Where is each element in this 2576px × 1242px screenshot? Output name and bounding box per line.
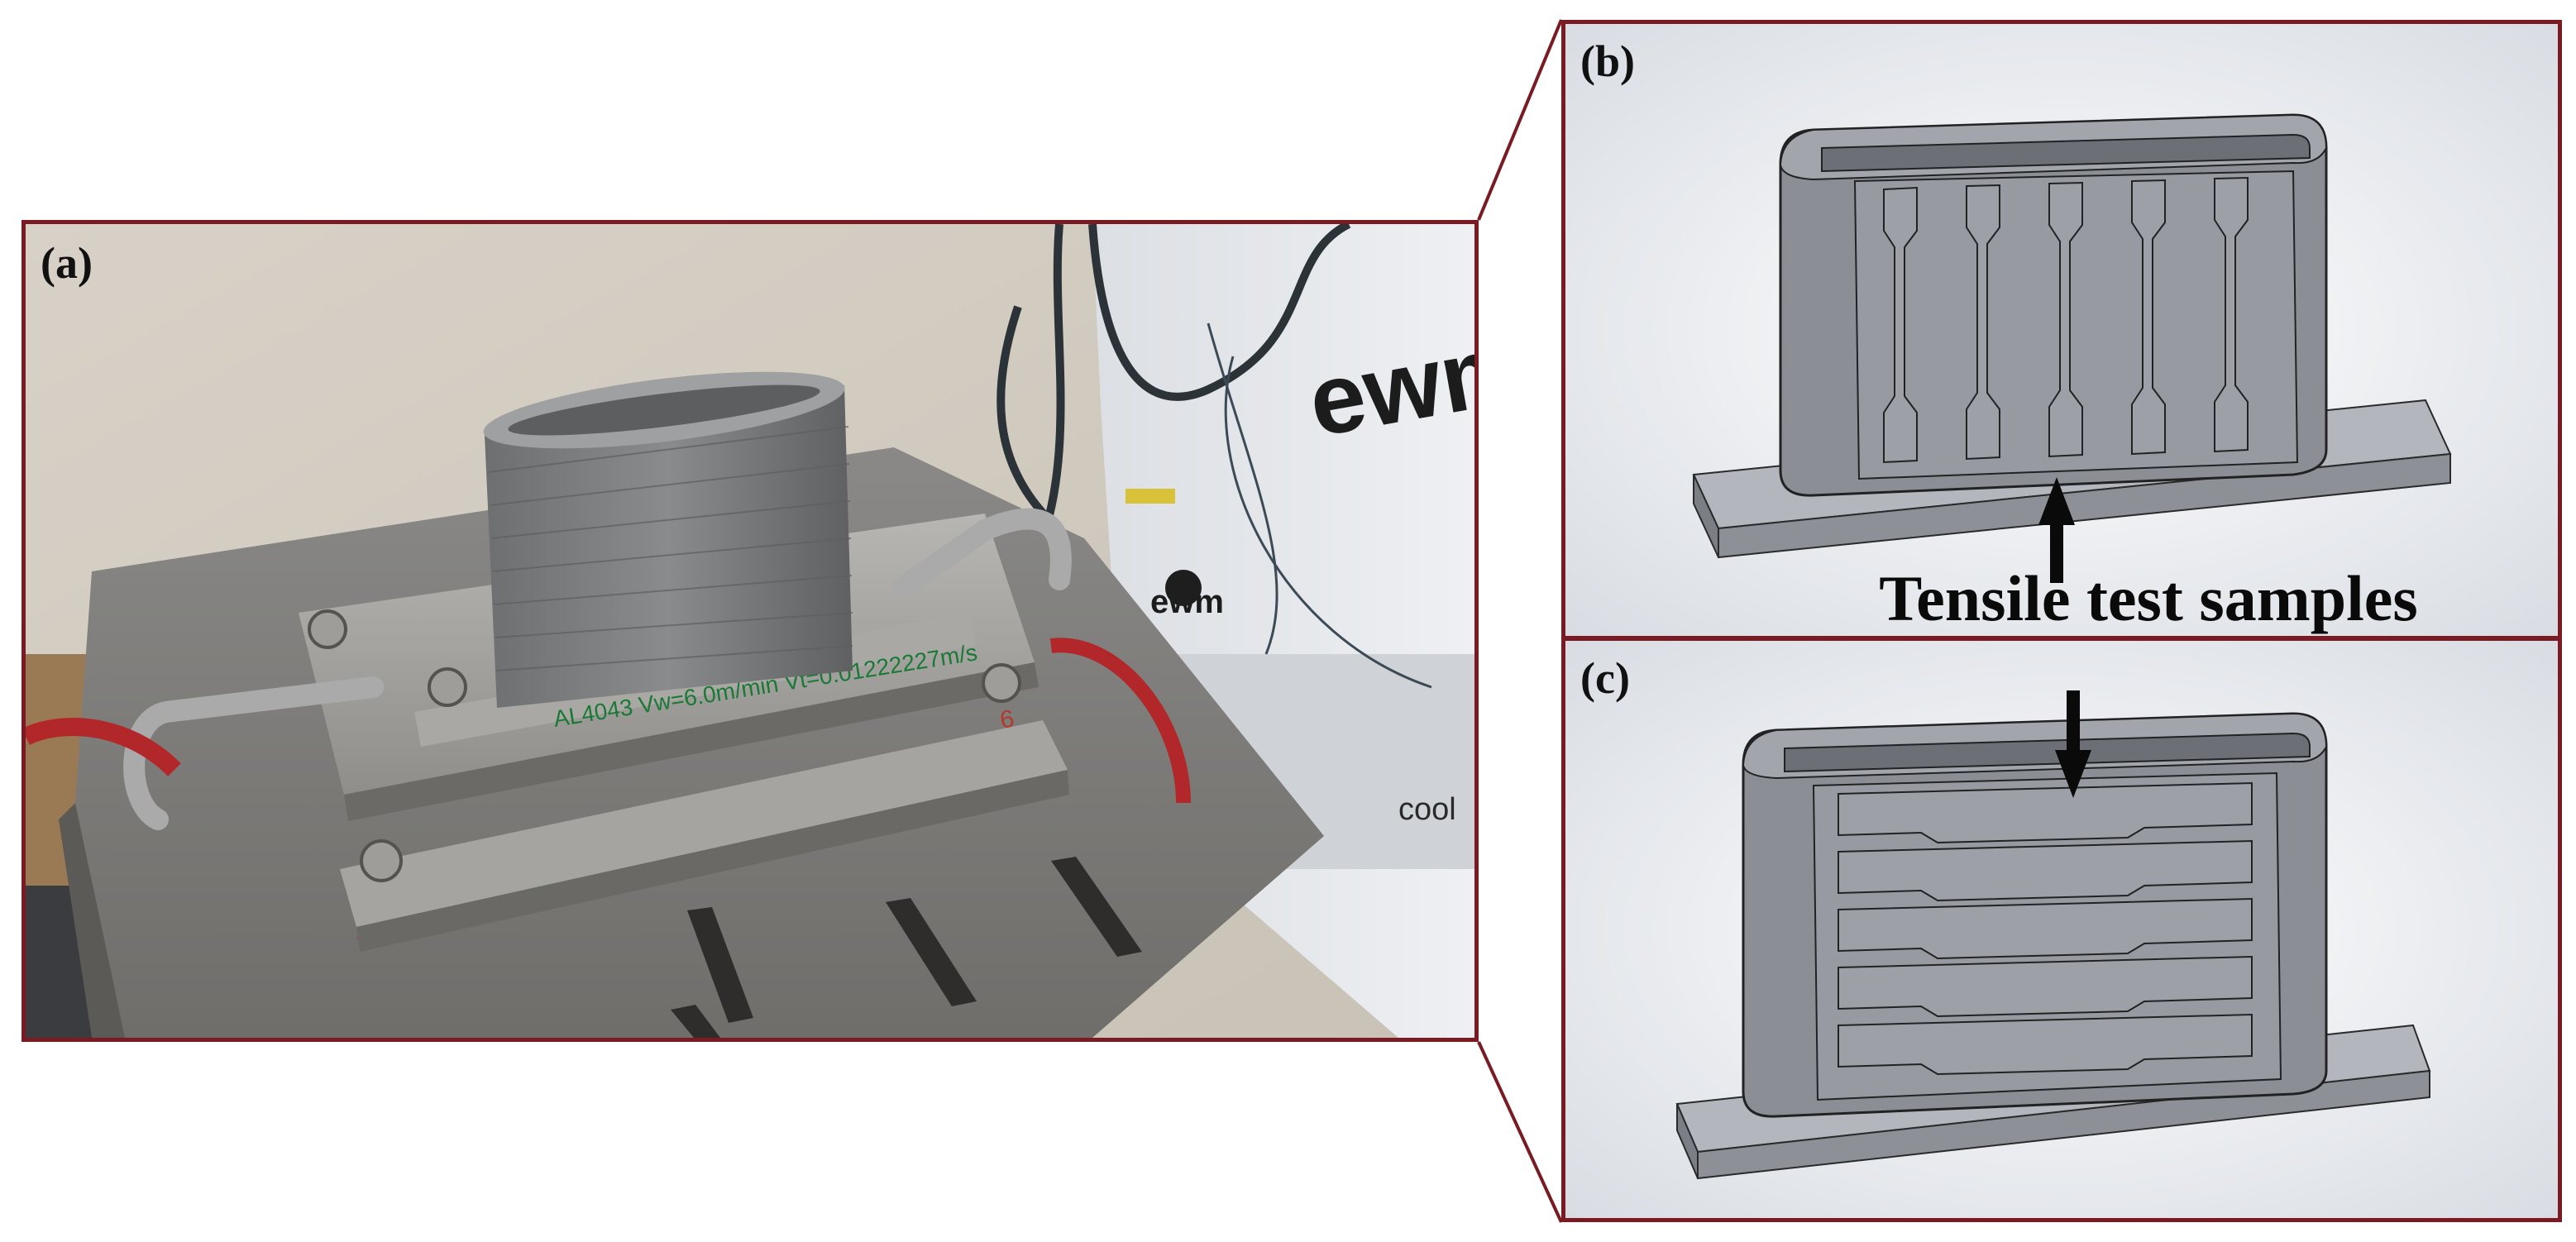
- machine-cool-text: cool: [1398, 792, 1456, 827]
- panel-a-photo: ewm ewm cool AL4043 Vw=6.0m/min Vt=0.012: [22, 220, 1479, 1042]
- arrow-down-icon: [2055, 690, 2091, 798]
- panel-b-label: (b): [1580, 36, 1635, 86]
- panel-c-cad-horizontal: (c): [1561, 637, 2562, 1222]
- panel-b-cad-vertical: (b) Tensile test samples: [1561, 20, 2562, 640]
- panel-a-label: (a): [41, 238, 93, 288]
- cad-model-horizontal-samples: [1565, 641, 2558, 1218]
- wall-photo-illustration: ewm ewm cool AL4043 Vw=6.0m/min Vt=0.012: [26, 224, 1474, 1038]
- cad-model-vertical-samples: [1565, 24, 2558, 636]
- tensile-samples-caption: Tensile test samples: [1879, 562, 2418, 634]
- panel-c-label: (c): [1580, 653, 1630, 703]
- arrow-up-icon: [2038, 477, 2075, 583]
